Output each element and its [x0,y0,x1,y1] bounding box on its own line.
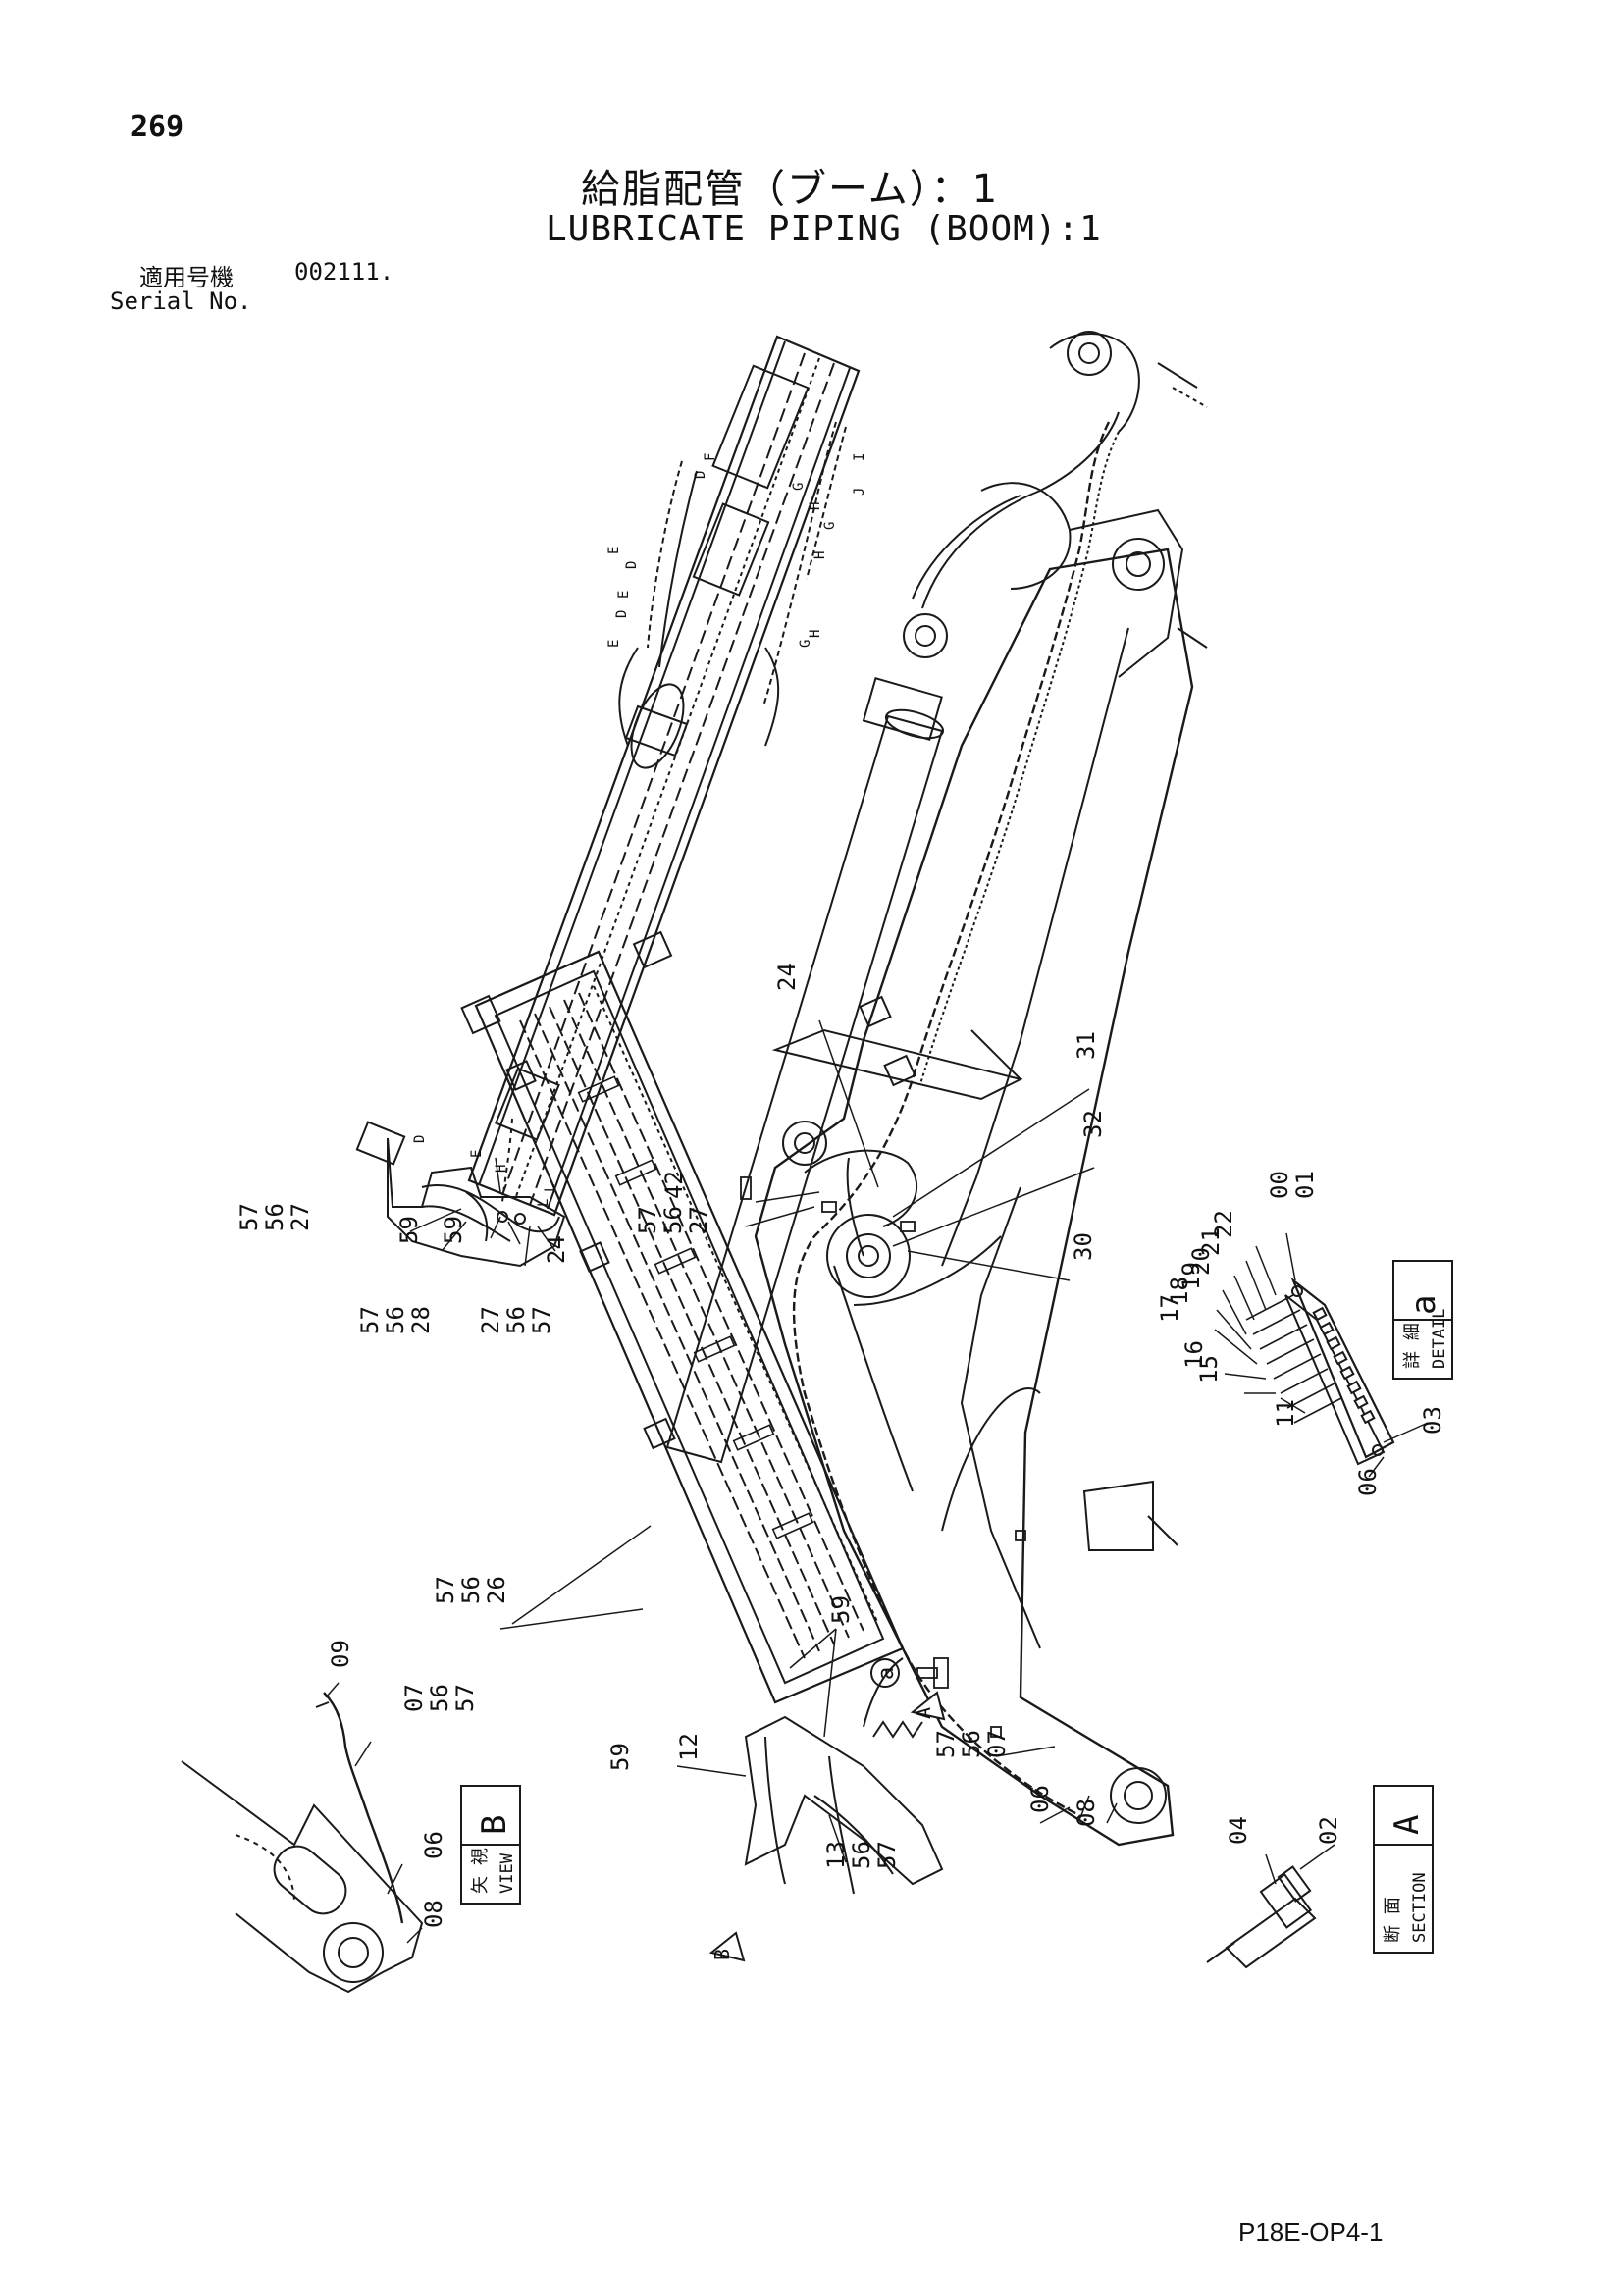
arrow-a-marker: A [912,1707,935,1719]
pipe-letter-label: D [614,610,630,618]
part-callout-label: 59 [606,1743,634,1771]
part-callout-label: 12 [675,1733,703,1761]
pipe-letter-label: D [693,471,708,479]
part-callout-label: 06 [420,1831,447,1859]
callout-labels: 575627 59 575628 59 275657 24 42 24 31 32 575627 30… [236,963,1446,1928]
view-label-en: VIEW [497,1852,517,1894]
main-boom-drawing [665,331,1208,1847]
serial-label-japanese: 適用号機 [139,264,234,291]
part-callout-label: 11 [1272,1399,1299,1428]
pipe-letter-label: D [624,561,640,569]
part-callout-label: 24 [543,1235,570,1264]
part-callout-label: 32 [1079,1110,1107,1138]
part-callout-label: 59 [827,1595,855,1624]
pipe-letter-label: J [852,488,867,496]
pipe-letter-label: E [469,1150,485,1158]
pipe-letter-label: L [536,1199,551,1207]
part-callout-label: 20 [1187,1247,1215,1276]
part-callout-label: 16 [1180,1340,1208,1369]
detail-label-jp: 詳 細 [1402,1323,1423,1369]
pipe-letter-label: I [852,453,867,461]
pipe-letter-label: H [812,551,828,559]
part-callout-label: 575628 [356,1306,435,1334]
part-callout-label: 08 [1073,1799,1100,1827]
pipe-letter-label: D [412,1135,428,1143]
part-callout-label: 59 [440,1216,467,1244]
pipe-letter-label: E [606,547,622,554]
view-label-frames [460,1260,1453,1954]
part-callout-label: 575627 [634,1206,712,1234]
page-title-english: LUBRICATE PIPING (BOOM):1 [546,209,1102,249]
pipe-letter-label: E [616,591,632,599]
pipe-letter-label: G [798,640,813,648]
pipe-letter-label: G [822,522,838,530]
part-callout-label: 22 [1210,1210,1237,1238]
leader-lines [325,1019,1429,1944]
pipe-letter-label: E [606,640,622,648]
section-label-jp: 断 面 [1383,1897,1403,1943]
part-callout-label: 18 [1166,1277,1193,1305]
view-label-jp: 矢 視 [470,1848,491,1894]
part-callout-label: 59 [395,1216,423,1244]
pipe-letter-label: H [808,630,823,638]
part-callout-label: 31 [1073,1031,1100,1060]
part-callout-label: 30 [1070,1232,1097,1261]
section-label-en: SECTION [1410,1872,1430,1943]
pipe-letter-label: F [703,453,718,461]
part-callout-label: 15 [1195,1355,1223,1383]
part-callout-label: 575627 [236,1203,314,1231]
pipe-letter-label: G [791,483,807,491]
part-callout-label: 09 [327,1640,354,1668]
part-callout-label: 275657 [477,1306,555,1334]
part-callout-label: 17 [1156,1294,1183,1323]
part-callout-label: 0001 [1266,1171,1319,1199]
detail-label-en: DETAIL [1430,1309,1449,1369]
part-callout-label: 04 [1225,1816,1252,1845]
section-a-drawing [1206,1865,1317,1969]
arm-center-view-drawing [460,930,946,1962]
part-callout-label: 575626 [432,1576,510,1604]
part-callout-label: 06 [1026,1785,1054,1813]
part-callout-label: 21 [1197,1227,1225,1256]
part-callout-label: 575607 [932,1730,1011,1758]
view-label-letter: B [475,1815,514,1835]
serial-number-value: 002111. [294,258,394,286]
boom-tip-view-drawing [355,335,861,1268]
pipe-letter-label: H [808,502,823,510]
section-label-letter: A [1387,1815,1427,1835]
part-callout-label: 02 [1315,1816,1342,1845]
arrow-b-marker: B [710,1949,734,1960]
document-code: P18E-OP4-1 [1238,2218,1384,2247]
part-callout-label: 135657 [822,1841,901,1869]
pipe-letter-label: L [543,1184,558,1192]
part-callout-label: 08 [420,1900,447,1928]
part-callout-label: 24 [773,963,801,991]
serial-label-english: Serial No. [110,287,252,315]
part-callout-label: 06 [1354,1468,1382,1496]
detail-a-drawing [1245,1277,1395,1466]
part-callout-label: 03 [1419,1406,1446,1435]
part-callout-label: 075657 [400,1684,479,1712]
page-number: 269 [131,110,184,144]
detail-a-circle-marker: a [874,1667,899,1680]
pipe-letter-label: H [494,1165,509,1173]
view-b-drawing [181,1692,424,1994]
page-title-japanese: 給脂配管（ブーム）：1 [581,167,1000,212]
part-callout-label: 42 [660,1171,688,1199]
part-callout-label: 19 [1178,1262,1205,1290]
detail-label-letter: a [1404,1295,1443,1315]
